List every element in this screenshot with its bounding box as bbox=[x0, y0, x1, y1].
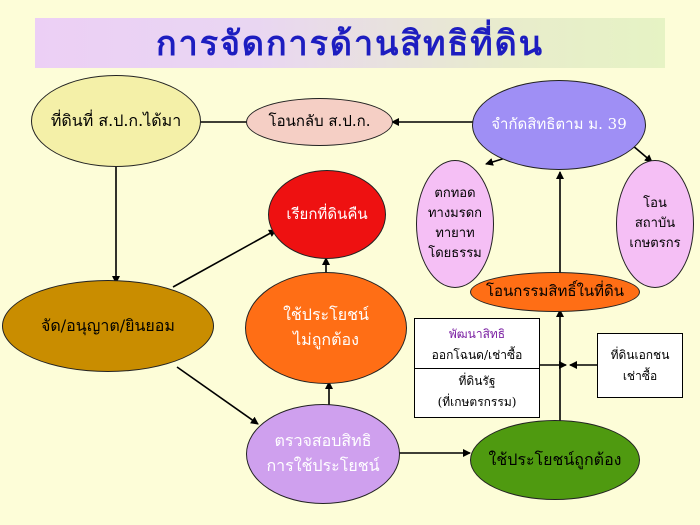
node-land-acquired-by-spk: ที่ดินที่ ส.ป.ก.ได้มา bbox=[31, 75, 201, 167]
node-transfer-ownership: โอนกรรมสิทธิ์ในที่ดิน bbox=[470, 272, 640, 312]
node-proper-use: ใช้ประโยชน์ถูกต้อง bbox=[470, 420, 640, 500]
node-transfer-institution: โอน สถาบัน เกษตรกร bbox=[616, 160, 694, 288]
node-reclaim-land: เรียกที่ดินคืน bbox=[268, 170, 386, 259]
box-divider bbox=[415, 367, 539, 369]
page-title: การจัดการด้านสิทธิที่ดิน bbox=[156, 24, 544, 64]
node-restricted-rights: จำกัดสิทธิตาม ม. 39 bbox=[472, 80, 646, 170]
title-banner: การจัดการด้านสิทธิที่ดิน bbox=[35, 18, 665, 68]
arrow-restrict-to-institution bbox=[631, 144, 653, 163]
arrow-allocate-to-reclaim bbox=[172, 229, 277, 288]
arrow-allocate-to-inspect bbox=[176, 366, 259, 425]
node-allocate-permit: จัด/อนุญาต/ยินยอม bbox=[2, 280, 214, 372]
node-transfer-back-spk: โอนกลับ ส.ป.ก. bbox=[246, 98, 393, 146]
node-misuse: ใช้ประโยชน์ ไม่ถูกต้อง bbox=[245, 272, 407, 384]
box-develop-rights: พัฒนาสิทธิ ออกโฉนด/เช่าซื้อ ที่ดินรัฐ (ท… bbox=[414, 318, 540, 418]
develop-rights-label: พัฒนาสิทธิ bbox=[448, 326, 506, 341]
box-private-land: ที่ดินเอกชน เช่าซื้อ bbox=[597, 333, 683, 398]
node-inspect-usage: ตรวจสอบสิทธิ การใช้ประโยชน์ bbox=[246, 404, 400, 504]
node-inheritance: ตกทอด ทางมรดก ทายาท โดยธรรม bbox=[416, 160, 494, 288]
